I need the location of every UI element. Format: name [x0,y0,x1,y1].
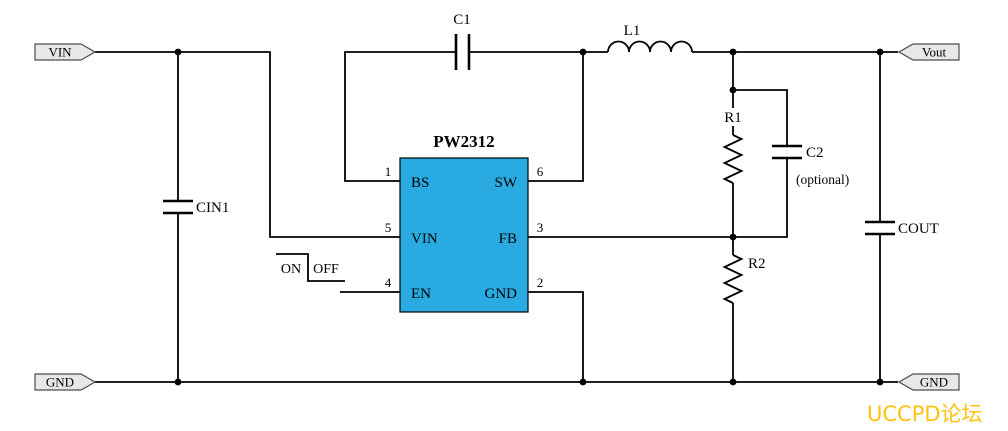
enable-off-label: OFF [313,262,339,277]
ic-pin-bs: 1 BS [385,164,430,191]
terminal-label: VIN [48,45,72,60]
pin-number: 2 [537,275,544,290]
resistor-r2: R2 [722,254,766,304]
inductor-l1: L1 [607,23,693,53]
terminal-vout: Vout [897,43,960,61]
r1-label-bg [718,108,748,126]
ic-pin-gnd: 2 GND [485,275,544,302]
capacitor-c1: C1 [453,12,471,70]
wire-c2-bottom [733,158,788,238]
junction-dot [729,378,737,386]
junction-dot [174,378,182,386]
enable-on-label: ON [281,262,301,277]
junction-dot [174,48,182,56]
ic-pin-vin: 5 VIN [385,220,438,247]
r1-zigzag [722,134,744,184]
wire-vin-rail [95,51,400,238]
terminal-shape [897,373,960,391]
wire-gnd-pin [528,291,584,382]
pin-label: BS [411,175,429,191]
pin-label: VIN [411,231,438,247]
junction-dot [876,48,884,56]
ic-pin-en: 4 EN [385,275,431,302]
junction-dot [579,378,587,386]
c2-optional-note: (optional) [796,172,849,187]
pin-label: FB [499,231,517,247]
junction-dot [729,233,737,241]
wire-sw [528,52,584,182]
capacitor-cin1: CIN1 [163,199,229,216]
l1-coils [607,40,693,53]
cout-label: COUT [898,221,939,237]
ic-pin-fb: 3 FB [499,220,544,247]
enable-waveform [276,253,345,282]
pin-number: 3 [537,220,544,235]
terminal-shape [897,43,960,61]
junction-dots [174,48,884,386]
ic-body [399,157,529,313]
ic-title: PW2312 [433,132,494,151]
resistor-r1: R1 [718,108,748,184]
pin-number: 1 [385,164,392,179]
terminal-shape [34,373,97,391]
pin-label: EN [411,286,431,302]
ic-pw2312: PW2312 1 BS 5 VIN 4 EN 6 SW 3 FB 2 GND [385,132,544,313]
wire-c2-top [733,89,788,146]
terminal-vin: VIN [34,43,97,61]
r2-zigzag [722,254,744,304]
terminal-gnd-right: GND [897,373,960,391]
watermark: UCCPD论坛 [867,402,983,426]
ic-pin-sw: 6 SW [495,164,544,191]
cin1-label: CIN1 [196,200,229,216]
terminal-label: GND [46,375,74,390]
terminal-shape [34,43,97,61]
c2-label: C2 [806,145,824,161]
pin-number: 5 [385,220,392,235]
l1-label: L1 [624,23,641,39]
wires [95,51,898,383]
r1-label: R1 [724,110,742,126]
terminal-label: GND [920,375,948,390]
junction-dot [579,48,587,56]
pin-label: GND [485,286,518,302]
r2-label: R2 [748,256,766,272]
terminal-label: Vout [922,45,947,60]
c1-label: C1 [453,12,471,28]
pin-number: 4 [385,275,392,290]
junction-dot [729,48,737,56]
capacitor-cout: COUT [865,220,939,237]
pin-label: SW [495,175,518,191]
capacitor-c2: C2 (optional) [772,144,849,187]
terminal-gnd-left: GND [34,373,97,391]
pin-number: 6 [537,164,544,179]
wire-bs-c1 [344,51,456,182]
junction-dot [876,378,884,386]
enable-on-off-symbol: ON OFF [276,253,345,282]
junction-dot [729,86,737,94]
